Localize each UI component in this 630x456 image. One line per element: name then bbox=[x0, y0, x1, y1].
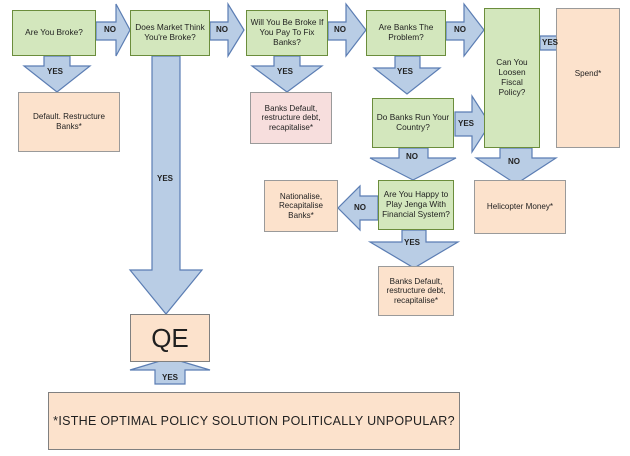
arrow-fixbanks-to-banksproblem bbox=[327, 2, 367, 58]
label-yes-fixbanks-default: YES bbox=[277, 67, 294, 76]
label-yes-banksrun-loosen: YES bbox=[458, 119, 475, 128]
label-yes-banksproblem-banksrun: YES bbox=[397, 67, 414, 76]
node-jenga: Are You Happy to Play Jenga With Financi… bbox=[378, 180, 454, 230]
footnote-box: *ISTHE OPTIMAL POLICY SOLUTION POLITICAL… bbox=[48, 392, 460, 450]
arrow-jenga-to-banksdefault bbox=[367, 229, 461, 269]
arrow-loosen-to-helicopter bbox=[473, 147, 559, 185]
node-market-think-broke: Does Market Think You're Broke? bbox=[130, 10, 210, 56]
arrow-market-to-qe bbox=[128, 55, 204, 315]
arrow-banksrun-to-loosen bbox=[454, 93, 491, 155]
node-banks-run-country: Do Banks Run Your Country? bbox=[372, 98, 454, 148]
label-yes-broke-default: YES bbox=[47, 67, 64, 76]
arrow-jenga-to-nationalise bbox=[337, 184, 379, 232]
node-helicopter-money: Helicopter Money* bbox=[474, 180, 566, 234]
node-banks-problem: Are Banks The Problem? bbox=[366, 10, 446, 56]
label-no-market-fixbanks: NO bbox=[216, 25, 228, 34]
label-no-jenga-nationalise: NO bbox=[354, 203, 366, 212]
node-spend: Spend* bbox=[556, 8, 620, 148]
node-nationalise: Nationalise, Recapitalise Banks* bbox=[264, 180, 338, 232]
arrow-banksrun-to-jenga bbox=[369, 147, 457, 181]
label-yes-market-qe: YES bbox=[157, 174, 174, 183]
label-no-fixbanks-banksproblem: NO bbox=[334, 25, 346, 34]
arrow-market-to-fixbanks bbox=[209, 1, 245, 59]
arrow-banksproblem-to-banksrun bbox=[372, 55, 442, 95]
node-qe: QE bbox=[130, 314, 210, 362]
label-no-broke-market: NO bbox=[104, 25, 116, 34]
node-default-restructure: Default. Restructure Banks* bbox=[18, 92, 120, 152]
label-no-loosen-helicopter: NO bbox=[508, 157, 520, 166]
label-yes-jenga-banksdefault: YES bbox=[404, 238, 421, 247]
node-are-you-broke: Are You Broke? bbox=[12, 10, 96, 56]
arrow-fixbanks-to-banksdefault bbox=[250, 55, 324, 93]
node-loosen-fiscal: Can You Loosen Fiscal Policy? bbox=[484, 8, 540, 148]
arrow-banksproblem-to-loosen bbox=[445, 2, 485, 58]
arrow-footnote-to-qe bbox=[129, 357, 211, 385]
arrow-broke-to-default bbox=[22, 55, 92, 93]
node-banks-default-2: Banks Default, restructure debt, recapit… bbox=[378, 266, 454, 316]
label-yes-footnote-qe: YES bbox=[162, 373, 179, 382]
node-banks-default-1: Banks Default, restructure debt, recapit… bbox=[250, 92, 332, 144]
label-yes-loosen-spend: YES bbox=[542, 38, 559, 47]
label-no-banksrun-jenga: NO bbox=[406, 152, 418, 161]
label-no-banksproblem-loosen: NO bbox=[454, 25, 466, 34]
node-fix-banks: Will You Be Broke If You Pay To Fix Bank… bbox=[246, 10, 328, 56]
arrow-broke-to-market bbox=[95, 3, 131, 57]
